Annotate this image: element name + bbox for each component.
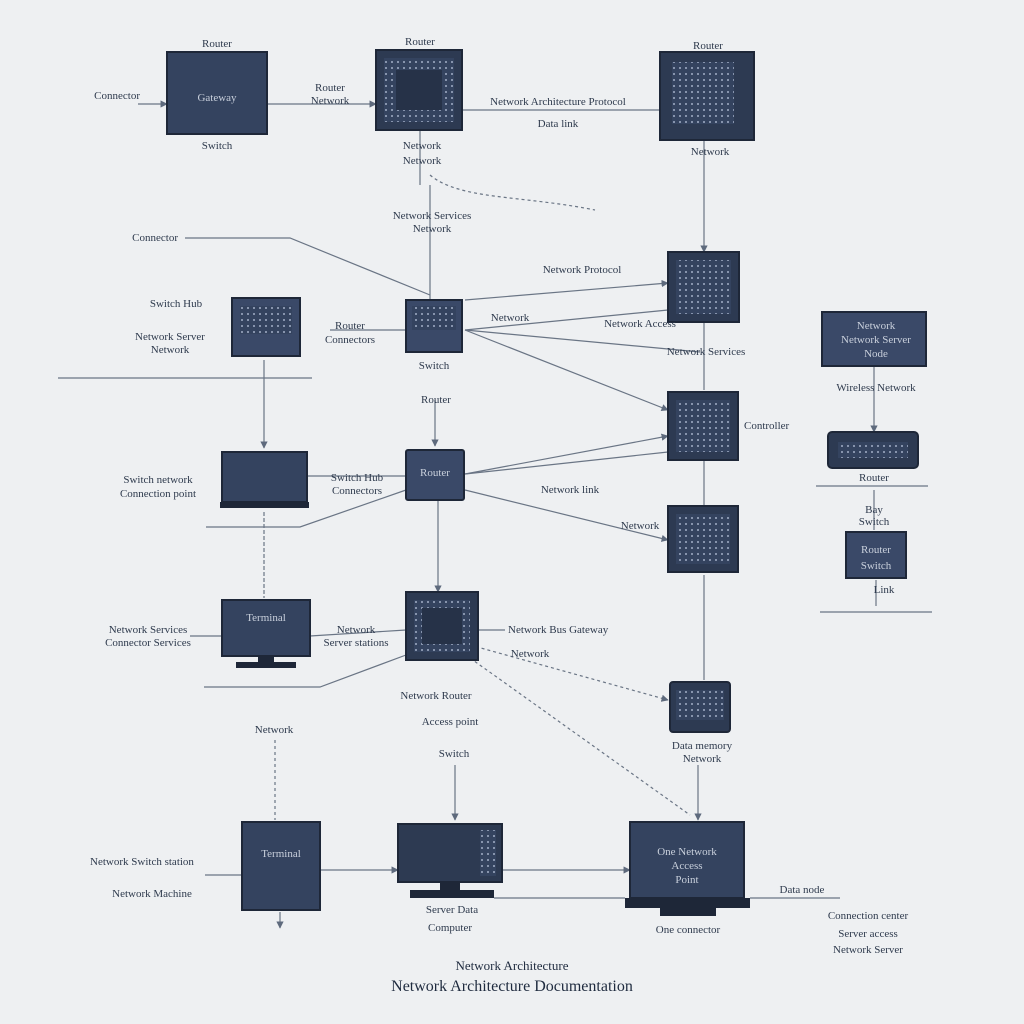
- motherboard-node: [405, 591, 479, 661]
- label-small-box2: Switch: [860, 560, 892, 572]
- label-br-2: Connection center: [827, 910, 909, 922]
- memory-device: [669, 681, 731, 733]
- chip-node-3: [667, 505, 739, 573]
- chip-node-1: [667, 251, 740, 323]
- label-n2-top: Router: [405, 36, 435, 48]
- label-node-mid-l2: Connectors: [324, 334, 376, 346]
- diagram-subtitle: Network Architecture: [455, 958, 569, 973]
- label-br-3: Server access: [838, 928, 898, 940]
- label-link-top2: Data link: [537, 118, 579, 130]
- label-node-mid-bottom: Switch: [418, 360, 450, 372]
- label-hub: Router: [859, 472, 889, 484]
- label-n2-mid1: Router: [315, 82, 345, 94]
- label-panel-l3: Node: [864, 348, 888, 360]
- label-b3-l1: One Network: [657, 846, 717, 858]
- label-lap-left1: Switch network: [123, 474, 193, 486]
- router-small-box: [845, 531, 907, 579]
- label-n1-left: Connector: [94, 90, 140, 102]
- label-mon-left2: Connector Services: [105, 637, 191, 649]
- laptop-bottom-right: [625, 821, 750, 916]
- label-panel-below: Wireless Network: [836, 382, 916, 394]
- label-sw-right2: Connectors: [331, 485, 383, 497]
- label-mb-bottom2: Access point: [421, 716, 479, 728]
- label-hub-up: Router: [421, 394, 451, 406]
- label-n3-bottom: Network: [690, 146, 730, 158]
- label-mid-b: Network Services: [392, 210, 472, 222]
- label-mb-right: Network Bus Gateway: [508, 624, 609, 636]
- label-n1-bottom: Switch: [201, 140, 233, 152]
- label-small-box: Router: [861, 544, 891, 556]
- label-mon-left1: Network Services: [108, 624, 188, 636]
- label-panel-l2: Network Server: [841, 334, 911, 346]
- label-small-below: Link: [873, 584, 895, 596]
- router-hub: [827, 431, 919, 469]
- label-line-a: Network Services: [666, 346, 746, 358]
- label-b3-l3: Point: [675, 874, 699, 886]
- connector-lines: [58, 100, 932, 929]
- label-n1-top: Router: [202, 38, 232, 50]
- diagram-title: Network Architecture Documentation: [391, 978, 633, 995]
- label-mid-link: Network link: [540, 484, 600, 496]
- label-sw-box: Router: [420, 467, 450, 479]
- label-cpu3-line: Network: [620, 520, 660, 532]
- laptop-left: [220, 451, 309, 508]
- label-mid-a: Network: [402, 155, 442, 167]
- label-hub-below1: Bay: [865, 504, 883, 516]
- chip-node-2: [667, 391, 739, 461]
- network-panel: [821, 311, 927, 367]
- label-sw-right1: Switch Hub: [330, 472, 384, 484]
- label-mb-bottom3: Switch: [438, 748, 470, 760]
- label-b3-bottom: One connector: [655, 924, 721, 936]
- label-server-l2: Network: [150, 344, 190, 356]
- label-b2-bottom1: Server Data: [425, 904, 479, 916]
- label-mon-box: Terminal: [246, 612, 286, 624]
- label-server-l1: Network Server: [135, 331, 205, 343]
- label-mb-bottom1: Network Router: [400, 690, 472, 702]
- label-link-top: Network Architecture Protocol: [490, 96, 626, 108]
- label-gateway-box: Gateway: [197, 92, 237, 104]
- label-br-1: Data node: [779, 884, 825, 896]
- label-hub-below2: Switch: [858, 516, 890, 528]
- label-small-right2: Network: [682, 753, 722, 765]
- label-lap-left2: Connection point: [119, 488, 197, 500]
- label-server-top: Switch Hub: [149, 298, 203, 310]
- label-panel-l1: Network: [856, 320, 896, 332]
- label-node-mid-l1: Router: [335, 320, 365, 332]
- label-mon-right1: Network: [336, 624, 376, 636]
- label-small-right1: Data memory: [671, 740, 733, 752]
- label-b1-left1: Network Switch station: [90, 856, 194, 868]
- label-line-b: Network: [510, 648, 550, 660]
- label-cpu2-right: Controller: [744, 420, 790, 432]
- switch-node-mid: [405, 299, 463, 353]
- label-b2-bottom2: Computer: [428, 922, 472, 934]
- terminal-bottom-left: [241, 821, 321, 911]
- label-n2-mid3: Network: [402, 140, 442, 152]
- device-nodes: [166, 49, 927, 916]
- label-mid-c: Network: [412, 223, 452, 235]
- label-b1-box: Terminal: [261, 848, 301, 860]
- label-right-mid1: Network Protocol: [542, 264, 622, 276]
- label-right-mid2: Network: [490, 312, 530, 324]
- router-node-mid: [405, 449, 465, 501]
- monitor-bottom-mid: [397, 823, 503, 898]
- label-br-4: Network Server: [833, 944, 903, 956]
- gateway-box: [166, 51, 268, 135]
- label-b3-l2: Access: [671, 860, 703, 872]
- label-right-mid3: Network Access: [604, 318, 676, 330]
- server-node-left: [231, 297, 301, 357]
- router-device-top-right: [659, 51, 755, 141]
- label-mon-right2: Server stations: [323, 637, 389, 649]
- router-chip-top: [375, 49, 463, 131]
- label-n3-top: Router: [693, 40, 723, 52]
- label-n2-mid2: Network: [310, 95, 350, 107]
- label-left-conn: Connector: [132, 232, 178, 244]
- monitor-left: [221, 599, 311, 668]
- label-mon-bottom: Network: [254, 724, 294, 736]
- label-b1-left2: Network Machine: [112, 888, 192, 900]
